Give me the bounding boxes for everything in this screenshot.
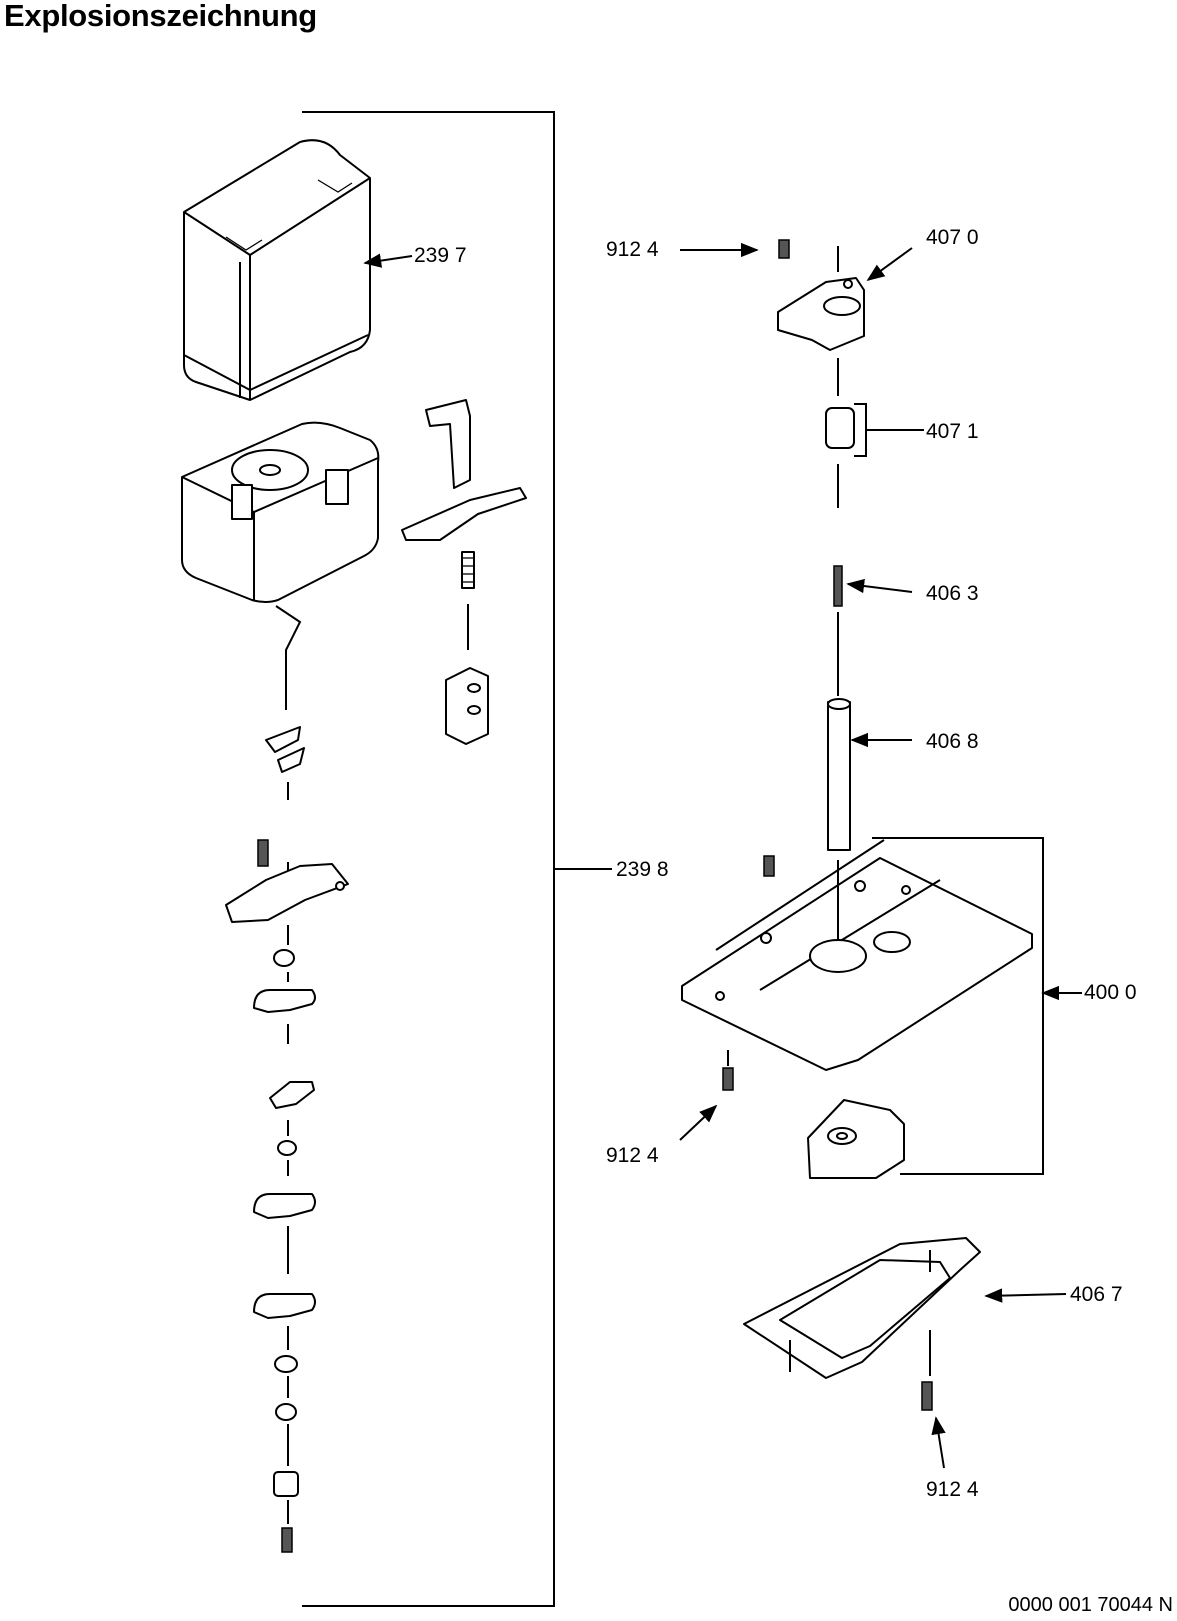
- label-2397: 239 7: [414, 244, 467, 267]
- label-9124-bottom: 912 4: [926, 1478, 979, 1501]
- label-4000: 400 0: [1084, 981, 1137, 1004]
- part-housing: [181, 421, 380, 603]
- label-4068: 406 8: [926, 730, 979, 753]
- document-number: 0000 001 70044 N: [1008, 1594, 1173, 1616]
- bracket-2398: [302, 111, 612, 1607]
- bracket-4000: [872, 837, 1082, 1175]
- label-4063: 406 3: [926, 582, 979, 605]
- label-4070: 407 0: [926, 226, 979, 249]
- label-9124-top: 912 4: [606, 238, 659, 261]
- part-right-column: [679, 239, 1067, 1469]
- label-4071: 407 1: [926, 420, 979, 443]
- part-2397-cover: [183, 139, 413, 401]
- label-2398: 239 8: [616, 858, 669, 881]
- part-small-column: [401, 399, 527, 745]
- label-9124-mid: 912 4: [606, 1144, 659, 1167]
- label-4067: 406 7: [1070, 1283, 1123, 1306]
- page-title: Explosionszeichnung: [4, 0, 317, 33]
- part-left-column: [225, 605, 349, 1553]
